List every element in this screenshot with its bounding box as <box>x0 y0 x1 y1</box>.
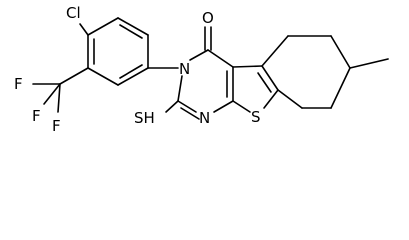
bond-cf-f3 <box>57 83 61 113</box>
n3-label: N <box>179 60 190 78</box>
bond-c4b-c8b <box>261 65 279 91</box>
bond-ar6 <box>87 17 119 36</box>
sulfur-label: S <box>251 108 261 126</box>
bond-ar1 <box>117 17 149 36</box>
thiophene-ring <box>232 65 279 113</box>
bond-s-c8a <box>232 100 251 113</box>
bond-c2-n3 <box>177 75 183 102</box>
bond-ar4 <box>87 67 119 86</box>
bond-c8b-s <box>263 89 279 109</box>
cyclohexene-ring <box>261 35 351 109</box>
bond-ar-double1 <box>119 24 143 39</box>
bond-cy6 <box>277 89 303 109</box>
bond-c4b-c8b-double <box>257 72 272 93</box>
bond-ar-double2 <box>119 64 143 79</box>
bond-cy4 <box>330 67 351 109</box>
bond-n1-c2 <box>177 100 197 113</box>
pyrimidinone-ring <box>177 49 234 120</box>
bond-c-cl <box>79 23 89 36</box>
bond-c8a-n1 <box>213 100 234 113</box>
sh-label: SH <box>134 109 155 127</box>
fluorine-label-1: F <box>14 75 23 93</box>
bond-ar3 <box>117 67 149 86</box>
bond-cy1 <box>261 35 289 67</box>
oxygen-label: O <box>202 9 214 27</box>
bond-c4-c4a <box>207 49 234 68</box>
fluorine-label-2: F <box>32 107 41 125</box>
aryl-ring <box>87 17 149 86</box>
bond-methyl <box>349 58 389 69</box>
molecule-structure-diagram: Cl F F F O N N SH S <box>14 4 389 135</box>
n1-label: N <box>199 109 210 127</box>
bond-n1-c2-double <box>180 107 200 120</box>
bond-n3-c4 <box>189 49 209 61</box>
chlorine-label: Cl <box>66 4 81 22</box>
bond-c4a-c4b <box>232 65 263 68</box>
bond-c-cf3 <box>59 67 89 85</box>
bond-cf-f2 <box>43 83 61 105</box>
fluorine-label-3: F <box>52 117 61 135</box>
bond-c2-sh <box>165 100 179 113</box>
bond-cy3 <box>330 35 351 69</box>
